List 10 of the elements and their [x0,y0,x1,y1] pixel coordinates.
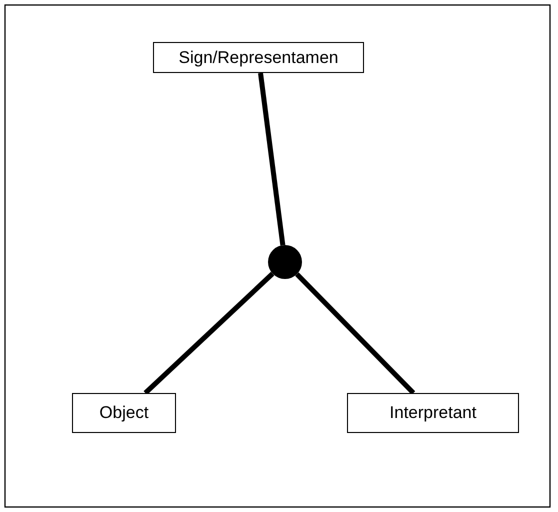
node-label: Interpretant [390,403,476,423]
junction-dot [268,245,302,279]
label-box [153,42,364,73]
connector-line [144,272,274,395]
label-box [347,393,519,433]
node-label: Sign/Representamen [178,48,338,68]
label-box [72,393,176,433]
node-label: Object [99,403,149,423]
connector-line [258,72,286,246]
connector-line [295,272,416,395]
